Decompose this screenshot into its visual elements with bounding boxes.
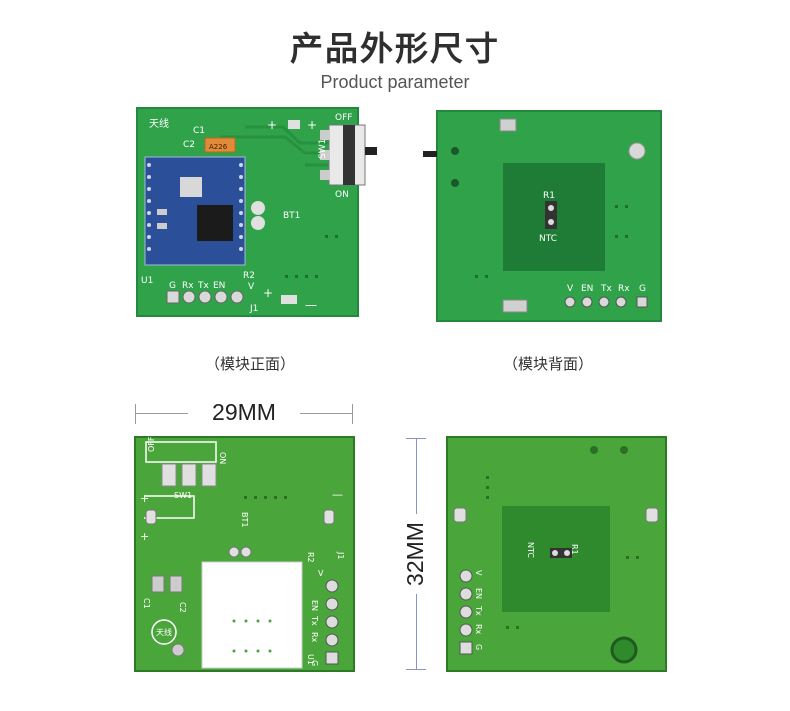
pin-en bbox=[214, 290, 228, 304]
render-back-pin-en: EN bbox=[474, 588, 483, 599]
label-minus-bottom: — bbox=[305, 298, 317, 312]
pin-v bbox=[230, 290, 244, 304]
render-label-c1: C1 bbox=[142, 598, 151, 609]
capacitor-c2 bbox=[204, 137, 236, 153]
render-label-plus: + bbox=[140, 492, 149, 505]
label-c1: C1 bbox=[193, 126, 205, 136]
render-label-j1: J1 bbox=[336, 551, 345, 559]
pin-rx bbox=[182, 290, 196, 304]
render-label-u1: U1 bbox=[306, 654, 315, 665]
render-pin-rx: Rx bbox=[310, 632, 319, 643]
width-dimension-label: 29MM bbox=[188, 399, 300, 426]
render-label-off: OFF bbox=[147, 436, 156, 452]
label-ntc: NTC bbox=[539, 234, 557, 244]
render-back-pin-tx: Tx bbox=[474, 605, 483, 616]
render-label-sw1: SW1 bbox=[174, 491, 192, 500]
render-back-pin-v: V bbox=[474, 570, 483, 576]
label-antenna: 天线 bbox=[149, 117, 169, 130]
label-plus-top: + bbox=[307, 118, 317, 132]
label-v: V bbox=[248, 282, 255, 292]
render-thermal-pad bbox=[502, 506, 610, 612]
label-bt1: BT1 bbox=[283, 211, 300, 221]
render-label-minus: — bbox=[332, 488, 343, 501]
back-board-render: R1 NTC V EN Tx Rx G bbox=[446, 436, 667, 672]
module-outline bbox=[201, 561, 303, 669]
render-label-r1: R1 bbox=[570, 544, 579, 555]
render-pin-tx: Tx bbox=[310, 615, 319, 626]
pin-g bbox=[166, 290, 180, 304]
render-back-pin-rx: Rx bbox=[474, 624, 483, 635]
back-board-photo: R1 NTC V EN Tx Rx G bbox=[423, 110, 662, 322]
pin-label-g: G bbox=[169, 281, 176, 291]
render-label-on: ON bbox=[218, 452, 227, 464]
page-title: 产品外形尺寸 bbox=[290, 29, 500, 68]
label-sw1: SW1 bbox=[318, 139, 328, 159]
label-plus-bottom: + bbox=[263, 286, 273, 300]
label-cap-code: A226 bbox=[209, 143, 228, 151]
pin-label-rx: Rx bbox=[182, 281, 194, 291]
render-label-ntc: NTC bbox=[526, 542, 535, 558]
label-off: OFF bbox=[335, 113, 352, 123]
render-pin-g: G bbox=[310, 660, 319, 666]
back-pin-label-g: G bbox=[639, 284, 646, 294]
render-label-plus-2: + bbox=[140, 530, 149, 543]
back-pin-label-en: EN bbox=[581, 284, 593, 294]
label-c2: C2 bbox=[183, 140, 195, 150]
render-label-v: V bbox=[318, 569, 324, 578]
battery-pad bbox=[610, 636, 638, 664]
back-pin-label-rx: Rx bbox=[618, 284, 630, 294]
back-pin-label-v: V bbox=[567, 284, 574, 294]
label-on: ON bbox=[335, 190, 349, 200]
caption-back: （模块背面） bbox=[503, 355, 594, 373]
pin-tx bbox=[198, 290, 212, 304]
front-board-render: OFF ON SW1 BT1 + + — R2 J1 C1 C2 天线 U1 V… bbox=[134, 436, 355, 672]
label-j1: J1 bbox=[249, 304, 258, 314]
page-subtitle: Product parameter bbox=[320, 72, 470, 92]
caption-front: （模块正面） bbox=[205, 355, 296, 373]
pin-label-tx: Tx bbox=[197, 281, 209, 291]
render-label-c2: C2 bbox=[178, 602, 187, 613]
label-plus-left: + bbox=[267, 118, 277, 132]
label-u1: U1 bbox=[141, 276, 153, 286]
render-label-r2: R2 bbox=[306, 552, 315, 563]
back-pin-label-tx: Tx bbox=[600, 284, 612, 294]
height-dimension-label: 32MM bbox=[402, 514, 430, 594]
front-board-photo: 天线 C1 C2 A226 + + OFF ON SW1 BT1 R2 V U1… bbox=[136, 107, 377, 317]
label-r1: R1 bbox=[543, 191, 555, 201]
label-r2: R2 bbox=[243, 271, 255, 281]
render-label-antenna: 天线 bbox=[156, 627, 172, 637]
pin-label-en: EN bbox=[213, 281, 225, 291]
render-pin-en: EN bbox=[310, 600, 319, 611]
render-back-pin-g: G bbox=[474, 644, 483, 650]
render-label-bt1: BT1 bbox=[240, 512, 249, 527]
